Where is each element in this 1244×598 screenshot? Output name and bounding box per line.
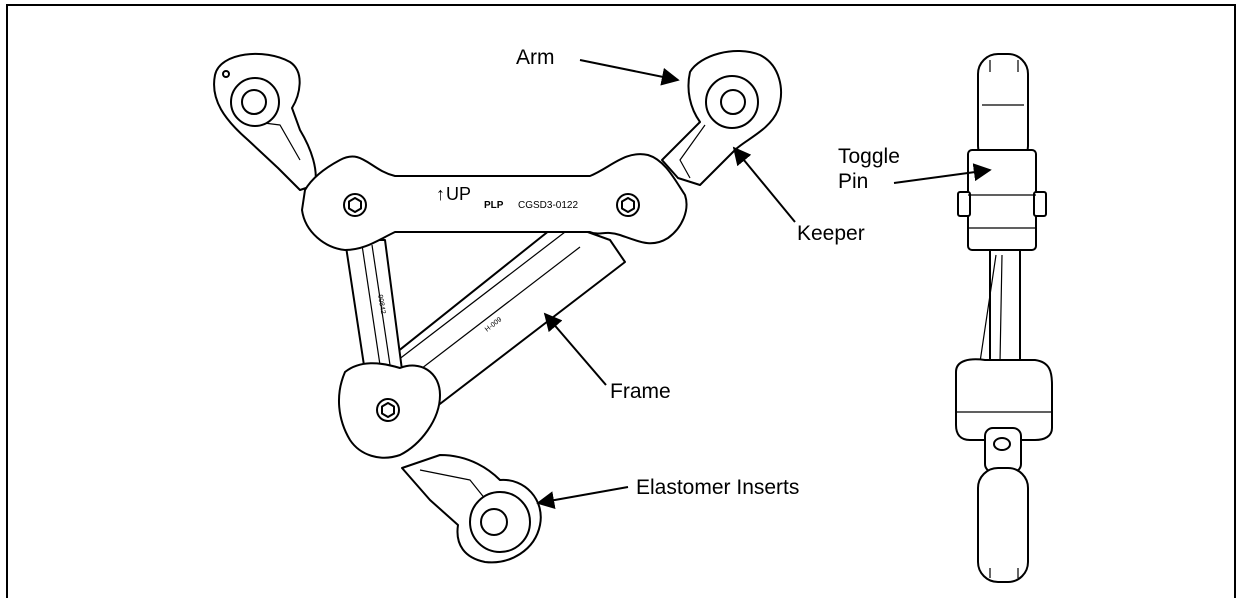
arm-label: Arm bbox=[516, 46, 555, 69]
front-view bbox=[213, 50, 782, 564]
frame-code-1-marking: 00842 bbox=[376, 294, 386, 314]
up-arrow-marking: ↑ bbox=[436, 184, 445, 204]
keeper-label: Keeper bbox=[797, 222, 865, 245]
toggle-pin-arrow bbox=[893, 163, 992, 184]
part-number-marking: CGSD3-0122 bbox=[518, 200, 578, 211]
top-body-plate bbox=[301, 153, 688, 251]
callout-arrows bbox=[536, 59, 992, 510]
frame-label: Frame bbox=[610, 380, 671, 403]
frame-arrow bbox=[543, 312, 607, 386]
side-lower-body bbox=[955, 358, 1053, 441]
side-top-clamp bbox=[977, 53, 1029, 167]
up-marking: UP bbox=[446, 184, 471, 204]
brand-marking: PLP bbox=[484, 200, 504, 211]
upper-left-arm bbox=[213, 52, 317, 191]
side-upper-body bbox=[957, 149, 1047, 251]
vertical-frame-bar bbox=[344, 239, 403, 373]
toggle-pin-label-line1: Toggle bbox=[838, 145, 900, 168]
figure-border bbox=[6, 4, 1236, 598]
elastomer-inserts-arrow bbox=[536, 486, 629, 510]
elastomer-inserts-label: Elastomer Inserts bbox=[636, 476, 799, 499]
bottom-hub bbox=[338, 362, 441, 459]
keeper-arrow bbox=[732, 146, 796, 223]
lower-arm bbox=[401, 454, 542, 564]
side-lower-pin bbox=[984, 427, 1022, 473]
side-bottom-clamp bbox=[977, 467, 1029, 583]
arm-arrow bbox=[579, 59, 680, 86]
side-view bbox=[955, 53, 1053, 583]
toggle-pin-label-line2: Pin bbox=[838, 170, 868, 193]
upper-right-arm bbox=[661, 50, 782, 186]
